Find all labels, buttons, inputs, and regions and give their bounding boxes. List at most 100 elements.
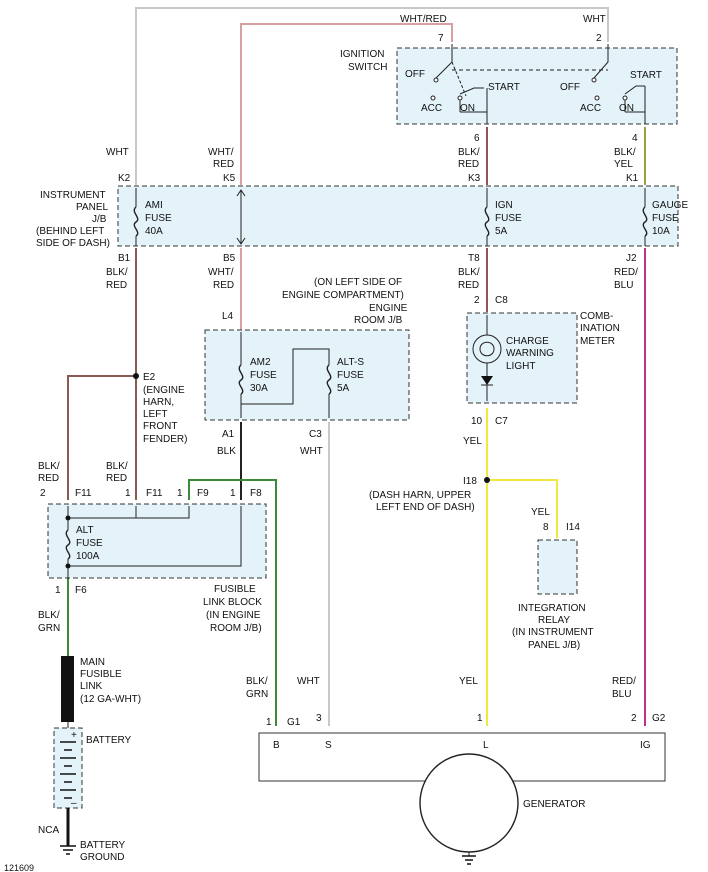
ign-left-acc: ACC — [421, 103, 442, 114]
k1-wire-2: YEL — [614, 159, 633, 170]
k2-wire: WHT — [106, 147, 129, 158]
battery-ground-2: GROUND — [80, 852, 124, 863]
alt-fuse-amp: 100A — [76, 551, 100, 562]
meter-yel: YEL — [463, 436, 482, 447]
wire-wht-k2 — [135, 7, 609, 185]
gauge-fuse-amp: 10A — [652, 226, 670, 237]
relay-title-3: (IN INSTRUMENT — [512, 627, 594, 638]
ami-fuse-amp: 40A — [145, 226, 163, 237]
k3-pin: K3 — [468, 173, 481, 184]
light-label-3: LIGHT — [506, 361, 535, 372]
battery-box — [53, 727, 83, 809]
jb-pass-through — [236, 189, 246, 245]
am2-fuse-name: AM2 — [250, 357, 271, 368]
charge-warning-light-symbol — [472, 315, 502, 401]
alt-fuse-junction-top — [65, 515, 71, 521]
light-label-1: CHARGE — [506, 336, 549, 347]
ign-right-acc: ACC — [580, 103, 601, 114]
relay-pin8: 8 — [543, 522, 549, 533]
k5-wire-2: RED — [213, 159, 234, 170]
t8-wire-2: RED — [458, 280, 479, 291]
wire-wht-red-k5 — [240, 23, 453, 185]
b5-pin: B5 — [223, 253, 236, 264]
ignition-pin7: 7 — [438, 33, 444, 44]
alt-fuse-junction-bottom — [65, 563, 71, 569]
e2-pin: E2 — [143, 372, 156, 383]
c3-wire: WHT — [300, 446, 323, 457]
ami-fuse-symbol — [133, 188, 139, 246]
engine-room-jb-box — [204, 329, 410, 421]
relay-yel: YEL — [531, 507, 550, 518]
k3-wire-2: RED — [458, 159, 479, 170]
k2-pin: K2 — [118, 173, 131, 184]
f9-num: 1 — [177, 488, 183, 499]
erjb-note-4: ROOM J/B — [354, 315, 403, 326]
main-link-title-2: FUSIBLE — [80, 669, 122, 680]
c3-pin: C3 — [309, 429, 322, 440]
f6-pin: F6 — [75, 585, 87, 596]
meter-c8: C8 — [495, 295, 508, 306]
e2-note-1: (ENGINE — [143, 385, 185, 396]
ign-right-off: OFF — [560, 82, 580, 93]
am2-fuse-word: FUSE — [250, 370, 277, 381]
light-label-2: WARNING — [506, 348, 554, 359]
ipjb-title-1: INSTRUMENT — [40, 190, 106, 201]
ignition-title-1: IGNITION — [340, 49, 384, 60]
f11a-num: 2 — [40, 488, 46, 499]
ign-left-on: ON — [460, 103, 475, 114]
f11b-pin: F11 — [146, 488, 163, 499]
b5-wire-1: WHT/ — [208, 267, 234, 278]
ign-fuse-word: FUSE — [495, 213, 522, 224]
g1-num: 1 — [266, 717, 272, 728]
battery-symbol — [60, 741, 76, 799]
g2-pin: G2 — [652, 713, 666, 724]
ign-fuse-symbol — [484, 188, 490, 246]
main-link-title-3: LINK — [80, 681, 103, 692]
battery-plus: + — [71, 730, 77, 741]
alt-fuse-name: ALT — [76, 525, 94, 536]
gen-term-b: B — [273, 740, 280, 751]
k5-pin: K5 — [223, 173, 236, 184]
meter-pin2: 2 — [474, 295, 480, 306]
main-link-title-4: (12 GA-WHT) — [80, 694, 141, 705]
gen-term-ig: IG — [640, 740, 651, 751]
f11a-wire-1: BLK/ — [38, 461, 60, 472]
fusible-title-2: LINK BLOCK — [203, 597, 262, 608]
wire-blk-grn-g1 — [188, 479, 277, 726]
main-fusible-link-symbol — [61, 656, 74, 722]
erjb-note-2: ENGINE COMPARTMENT) — [282, 290, 404, 301]
t8-wire-1: BLK/ — [458, 267, 480, 278]
t8-pin: T8 — [468, 253, 480, 264]
g2-num: 2 — [631, 713, 637, 724]
meter-pin10: 10 — [471, 416, 483, 427]
meter-title-3: METER — [580, 336, 615, 347]
ignition-title-2: SWITCH — [348, 62, 387, 73]
battery-minus: – — [71, 798, 77, 809]
i18-note-1: (DASH HARN, UPPER — [369, 490, 471, 501]
f11a-pin: F11 — [75, 488, 92, 499]
e2-note-2: HARN, — [143, 397, 174, 408]
k1-wire-1: BLK/ — [614, 147, 636, 158]
fusible-title-3: (IN ENGINE — [206, 610, 261, 621]
ign-right-on: ON — [619, 103, 634, 114]
ami-fuse-name: AMI — [145, 200, 163, 211]
g2-wire-1: RED/ — [612, 676, 636, 687]
battery-ground-icon — [60, 845, 76, 855]
a1-pin: A1 — [222, 429, 235, 440]
generator-ground-icon — [462, 852, 476, 865]
main-link-title-1: MAIN — [80, 657, 105, 668]
f6-wire-2: GRN — [38, 623, 60, 634]
ignition-pin6: 6 — [474, 133, 480, 144]
nca-label: NCA — [38, 825, 59, 836]
ign-right-start: START — [630, 70, 662, 81]
relay-i14: I14 — [566, 522, 580, 533]
ign-fuse-amp: 5A — [495, 226, 508, 237]
i18-junction — [484, 477, 490, 483]
alts-fuse-name: ALT-S — [337, 357, 364, 368]
k5-wire-1: WHT/ — [208, 147, 234, 158]
gauge-fuse-word: FUSE — [652, 213, 679, 224]
f9-pin: F9 — [197, 488, 209, 499]
erjb-note-3: ENGINE — [369, 303, 408, 314]
meter-title-2: INATION — [580, 323, 620, 334]
